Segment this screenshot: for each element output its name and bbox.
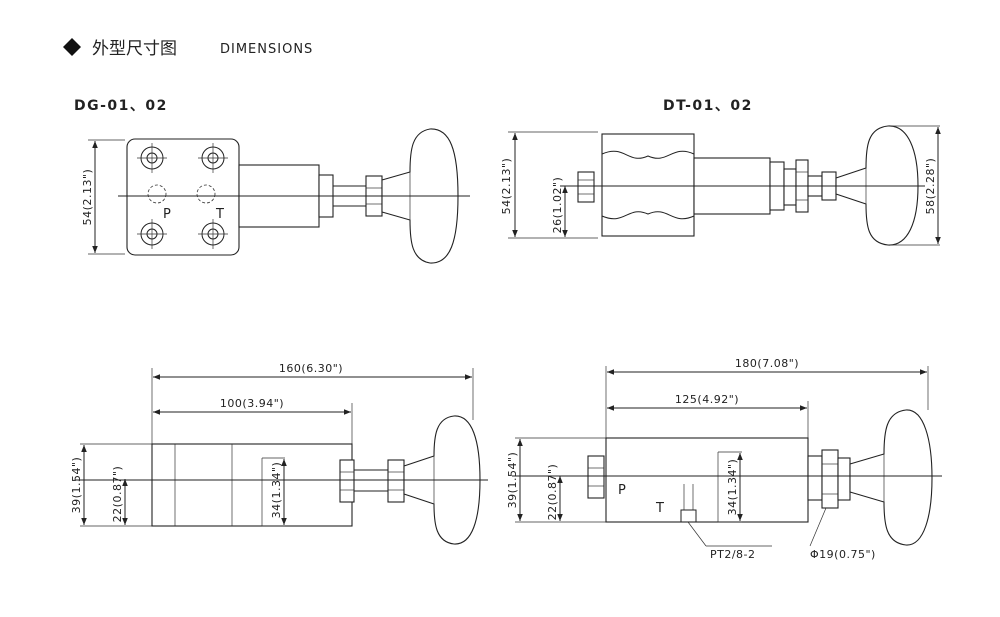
dt-top-view: DT-01、02 54(2.13") 26(1.02") 58(2.28") [500, 98, 941, 246]
dt-body-dim: 125(4.92") [675, 393, 739, 406]
dt-side-height-dim: 39(1.54") [506, 452, 519, 509]
dg-port-t-label: T [215, 207, 224, 222]
dt-top-handle-dim: 58(2.28") [924, 158, 937, 215]
section-header: 外型尺寸图 DIMENSIONS [63, 38, 313, 59]
dt-diameter-callout: Φ19(0.75") [810, 548, 876, 561]
dt-side-view: 180(7.08") 125(4.92") 39(1.54") 22(0.87"… [506, 357, 942, 561]
dt-thread-callout: PT2/8-2 [710, 548, 756, 561]
dg-side-center-dim: 22(0.87") [111, 466, 124, 523]
dg-top-view: DG-01、02 54(2.13") P T [74, 98, 470, 264]
dt-top-center-dim: 26(1.02") [551, 177, 564, 234]
dt-top-height-dim: 54(2.13") [500, 158, 513, 215]
dg-port-p-label: P [163, 207, 171, 222]
dg-model-label: DG-01、02 [74, 98, 168, 114]
dt-port-t-label: T [655, 501, 664, 516]
dt-side-inner-dim: 34(1.34") [726, 459, 739, 516]
dt-model-label: DT-01、02 [663, 98, 753, 114]
dg-top-height-dim: 54(2.13") [81, 169, 94, 226]
dg-side-height-dim: 39(1.54") [70, 457, 83, 514]
dg-side-view: 160(6.30") 100(3.94") 39(1.54") 22(0.87"… [70, 362, 488, 545]
dg-overall-dim: 160(6.30") [279, 362, 343, 375]
dt-side-center-dim: 22(0.87") [546, 464, 559, 521]
dg-side-inner-dim: 34(1.34") [270, 462, 283, 519]
dg-body-dim: 100(3.94") [220, 397, 284, 410]
header-title-en: DIMENSIONS [220, 42, 313, 57]
dt-port-p-label: P [618, 483, 626, 498]
dt-overall-dim: 180(7.08") [735, 357, 799, 370]
mounting-holes [137, 143, 228, 249]
diamond-bullet-icon [63, 38, 81, 56]
header-title-cn: 外型尺寸图 [92, 39, 177, 59]
